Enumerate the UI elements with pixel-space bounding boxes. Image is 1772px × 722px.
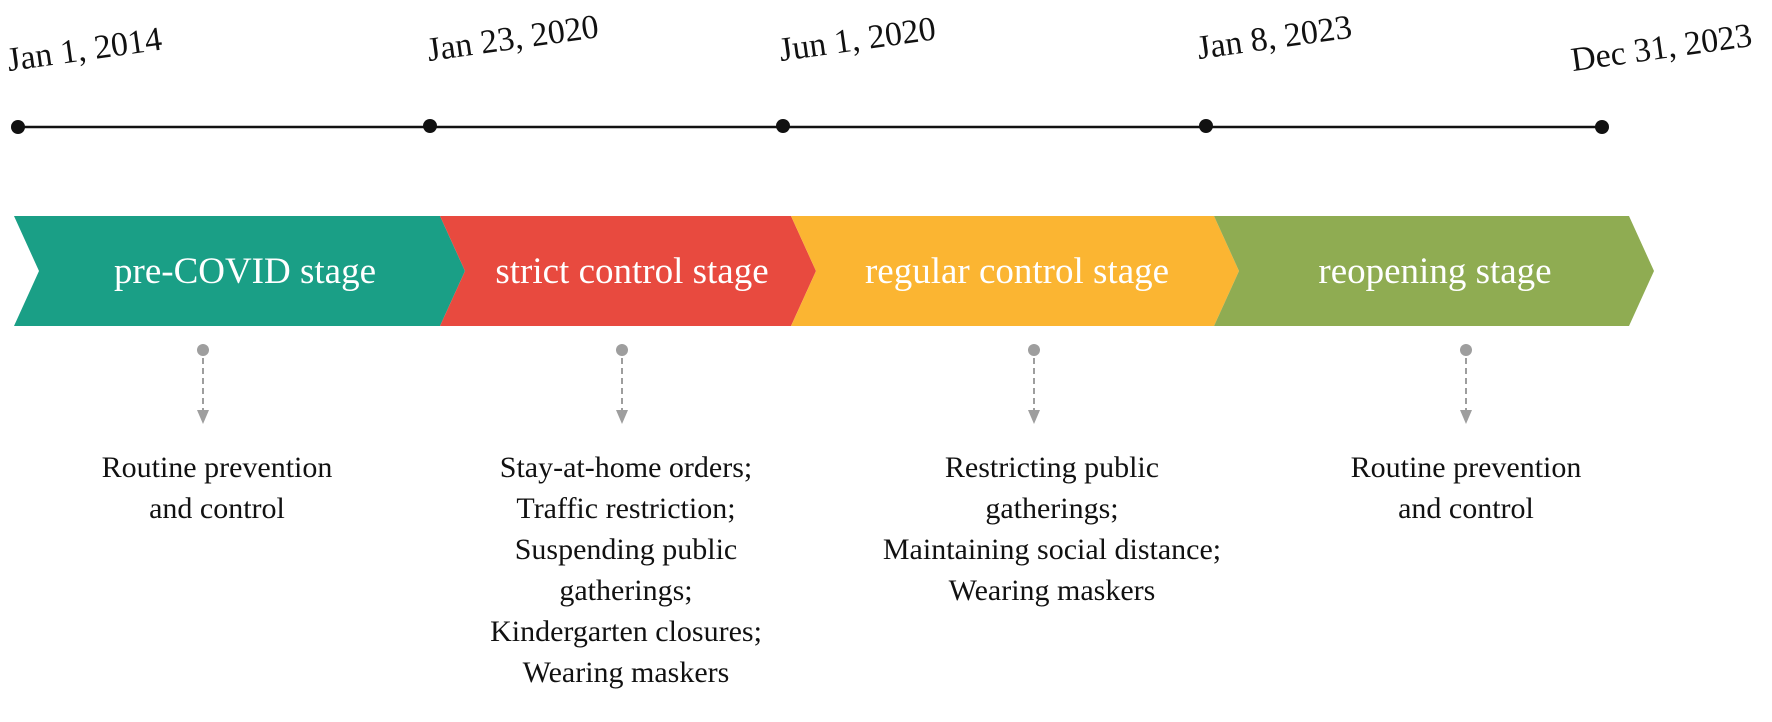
timeline-dot-1 <box>11 120 25 134</box>
measure-text-strict-control: Stay-at-home orders; Traffic restriction… <box>426 447 826 693</box>
timeline-dot-2 <box>423 119 437 133</box>
measure-text-regular-control: Restricting public gatherings; Maintaini… <box>852 447 1252 611</box>
measure-line: and control <box>1398 492 1534 525</box>
measure-line: Suspending public <box>514 533 738 566</box>
measure-line: Restricting public <box>944 451 1160 484</box>
measure-line: Routine prevention <box>101 451 333 484</box>
measure-line: Traffic restriction; <box>516 492 736 525</box>
stage-arrow-pre-covid <box>14 216 465 326</box>
timeline-dot-4 <box>1199 119 1213 133</box>
stage-label-regular-control: regular control stage <box>864 251 1170 292</box>
measure-line: and control <box>149 492 285 525</box>
timeline-dot-5 <box>1595 120 1609 134</box>
stage-arrow-strict-control <box>440 216 816 326</box>
measure-line: Routine prevention <box>1350 451 1582 484</box>
stage-label-strict-control: strict control stage <box>495 251 769 292</box>
measure-line: Wearing maskers <box>522 656 730 689</box>
measure-line: Maintaining social distance; <box>882 533 1222 566</box>
measure-line: Stay-at-home orders; <box>499 451 753 484</box>
stage-label-pre-covid: pre-COVID stage <box>114 251 376 292</box>
measure-line: Kindergarten closures; <box>490 615 762 648</box>
measure-text-reopening: Routine prevention and control <box>1266 447 1666 529</box>
connector-3 <box>1028 344 1040 424</box>
measure-text-pre-covid: Routine prevention and control <box>17 447 417 529</box>
connector-2 <box>616 344 628 424</box>
stage-arrow-reopening <box>1214 216 1654 326</box>
stage-arrow-regular-control <box>791 216 1239 326</box>
stage-label-reopening: reopening stage <box>1318 251 1552 292</box>
connector-1 <box>197 344 209 424</box>
connector-4 <box>1460 344 1472 424</box>
measure-line: gatherings; <box>559 574 693 607</box>
measure-line: gatherings; <box>985 492 1119 525</box>
timeline-dot-3 <box>776 119 790 133</box>
measure-line: Wearing maskers <box>948 574 1156 607</box>
